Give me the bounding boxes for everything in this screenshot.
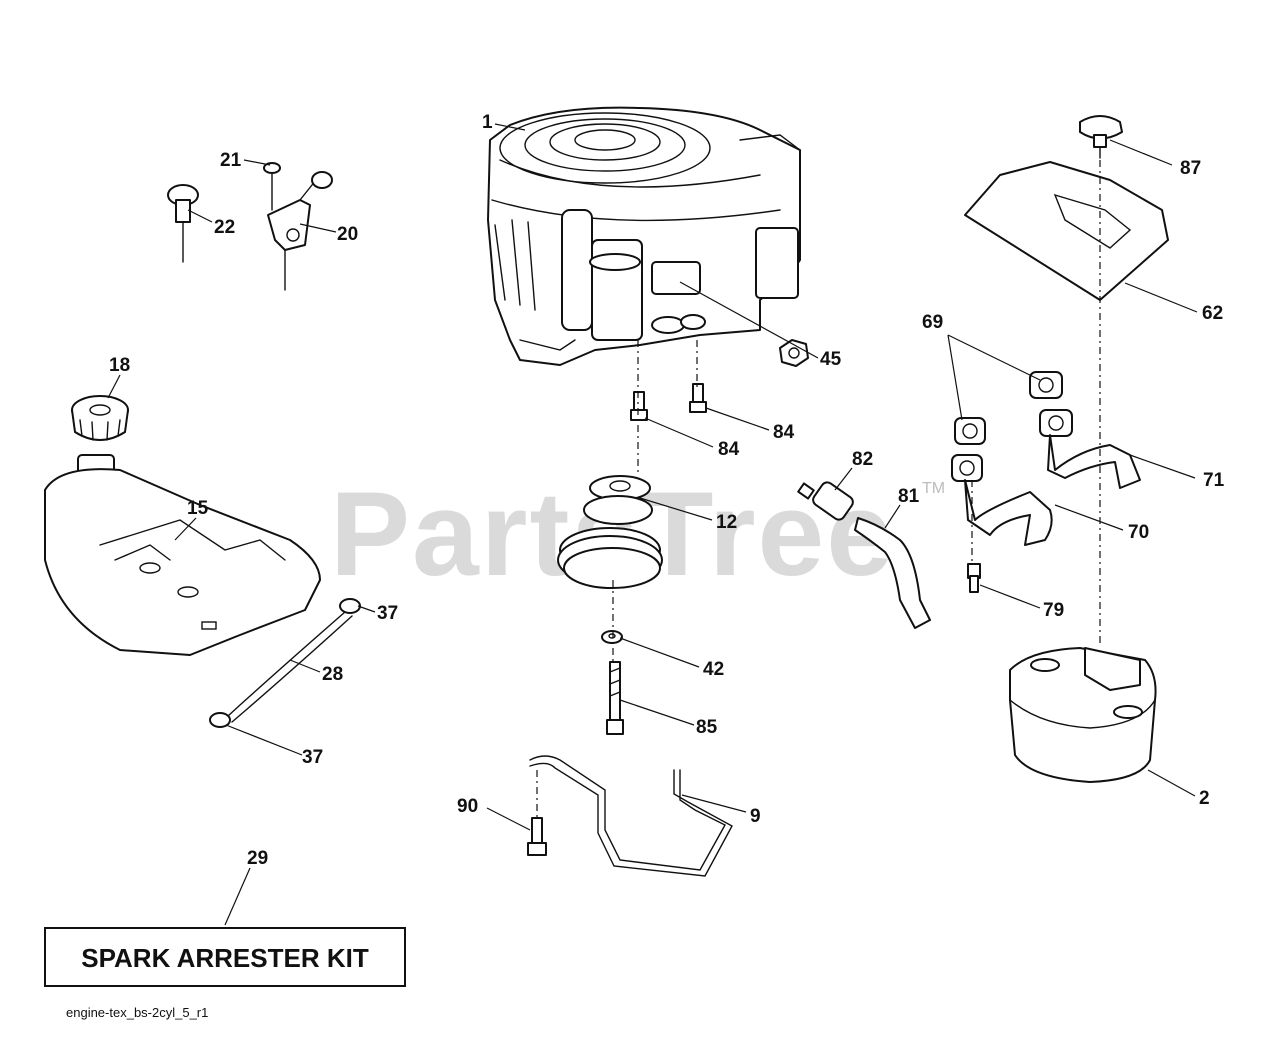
hose-part-81[interactable]: [854, 517, 931, 629]
bolt-part-79[interactable]: [967, 563, 981, 593]
callout-85: 85: [696, 717, 718, 738]
fuel-line-part-28[interactable]: [227, 611, 353, 723]
watermark-tm: TM: [922, 480, 945, 497]
clamp-part-37-top[interactable]: [339, 598, 361, 614]
callout-1: 1: [482, 112, 493, 133]
washer-part-42[interactable]: [601, 630, 623, 644]
bolt-part-84-right[interactable]: [689, 383, 707, 413]
callout-79: 79: [1043, 600, 1064, 621]
callout-81: 81: [898, 486, 920, 507]
callout-20: 20: [337, 224, 358, 245]
callout-labels: 1 21 22 20 18 15 37 28 37 45 84 84 12 42…: [109, 112, 1225, 869]
engine-part[interactable]: [487, 106, 801, 366]
callout-45: 45: [820, 349, 842, 370]
callout-28: 28: [322, 664, 343, 685]
fuel-cap-part-18[interactable]: [71, 395, 129, 441]
bolt-part-90[interactable]: [527, 817, 547, 856]
callout-21: 21: [220, 150, 242, 171]
exhaust-pipe-part-70[interactable]: [951, 454, 1053, 546]
clamp-part-37-bottom[interactable]: [209, 712, 231, 728]
callout-18: 18: [109, 355, 130, 376]
callout-42: 42: [703, 659, 724, 680]
leader-lines: [107, 123, 1198, 926]
callout-37-bottom: 37: [302, 747, 323, 768]
callout-9: 9: [750, 806, 761, 827]
bolt-part-85[interactable]: [606, 661, 624, 735]
knob-part-22[interactable]: [167, 184, 199, 263]
callout-87: 87: [1180, 158, 1201, 179]
heat-shield-part-62[interactable]: [964, 161, 1169, 301]
callout-15: 15: [187, 498, 209, 519]
rod-part-9[interactable]: [529, 755, 733, 877]
bolt-part-84-left[interactable]: [630, 391, 648, 421]
spark-arrester-kit-label: SPARK ARRESTER KIT: [81, 943, 369, 973]
callout-69: 69: [922, 312, 943, 333]
callout-71: 71: [1203, 470, 1225, 491]
callout-12: 12: [716, 512, 737, 533]
spark-arrester-kit[interactable]: SPARK ARRESTER KIT: [44, 927, 406, 987]
pulley-part-12[interactable]: [557, 475, 663, 589]
callout-29: 29: [247, 848, 268, 869]
callout-84-right: 84: [773, 422, 795, 443]
muffler-part-2[interactable]: [1009, 647, 1157, 783]
callout-90: 90: [457, 796, 478, 817]
knob-part-87[interactable]: [1079, 115, 1123, 159]
callout-84-left: 84: [718, 439, 740, 460]
screw-part-21[interactable]: [263, 162, 281, 211]
assembly-centerlines: [536, 160, 1101, 818]
diagram-code: engine-tex_bs-2cyl_5_r1: [66, 1005, 208, 1020]
callout-70: 70: [1128, 522, 1149, 543]
callout-22: 22: [214, 217, 235, 238]
callout-82: 82: [852, 449, 873, 470]
callout-37-top: 37: [377, 603, 398, 624]
callout-62: 62: [1202, 303, 1223, 324]
exhaust-pipe-part-71[interactable]: [1039, 409, 1141, 489]
fuel-filter-part-82[interactable]: [797, 480, 855, 522]
nut-part-45[interactable]: [779, 339, 809, 367]
callout-2: 2: [1199, 788, 1210, 809]
throttle-control-part-20[interactable]: [267, 171, 333, 291]
fuel-tank-part-15[interactable]: [44, 454, 321, 656]
